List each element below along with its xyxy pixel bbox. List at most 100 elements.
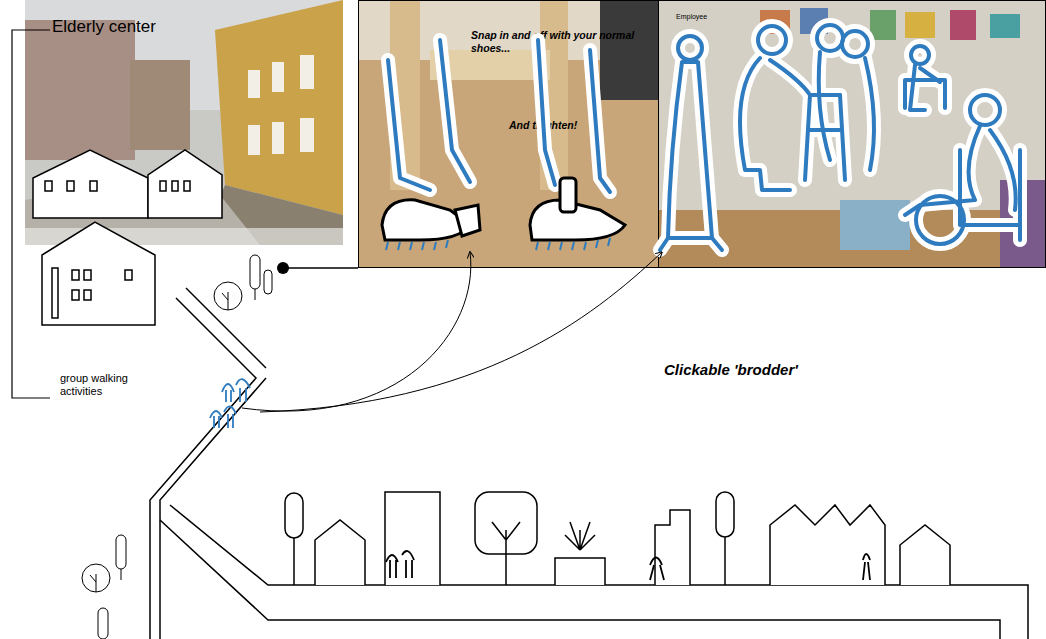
- skyline: [285, 492, 950, 585]
- house-icons: [184, 181, 190, 191]
- shoe-attachments: [530, 200, 625, 240]
- walking-group: [210, 379, 250, 428]
- concept-title: Clickable 'brodder': [664, 361, 884, 379]
- ice-spikes: [386, 240, 448, 250]
- street-photo: [300, 55, 314, 89]
- skyline-figures: [650, 558, 664, 581]
- photo-panel: Elderly center: [25, 0, 343, 245]
- shoe-photo: [430, 50, 550, 80]
- people-figures: [388, 25, 1020, 250]
- tree-icons: [98, 608, 108, 639]
- room-photo: [870, 10, 896, 40]
- house-icons: [33, 150, 148, 218]
- shoe-photo: [600, 0, 658, 100]
- shoe-attachments: [560, 178, 576, 212]
- people-figures: [388, 25, 1020, 250]
- skyline: [385, 492, 440, 585]
- room-photo: [1000, 180, 1046, 268]
- shoe-attachments: [382, 178, 625, 240]
- room-photo: [658, 0, 1046, 268]
- house-icons: [172, 181, 178, 191]
- leader-line: [283, 267, 358, 269]
- street-photo: [300, 118, 314, 152]
- street-photo: [25, 20, 135, 160]
- photo-panel: Employee: [658, 0, 1046, 268]
- skyline: [293, 538, 295, 585]
- room-photo: [800, 8, 828, 34]
- house-icons: [72, 290, 79, 300]
- tree-icons: [90, 574, 96, 592]
- person-label: Employee: [676, 13, 736, 21]
- road: [160, 378, 266, 639]
- instruction-text: And thighten!: [509, 119, 629, 132]
- leader-dot: [277, 262, 289, 274]
- photo-panel: Snap in and off with your normal shoes..…: [358, 0, 659, 268]
- skyline: [716, 492, 734, 537]
- street-photo: [25, 228, 343, 245]
- skyline: [555, 558, 605, 585]
- tree-icons: [82, 564, 110, 592]
- street-photo: [130, 60, 190, 150]
- street-photo: [248, 125, 260, 155]
- skyline-figures: [386, 551, 870, 580]
- ice-spikes: [386, 238, 610, 250]
- road: [150, 288, 1028, 639]
- tree-icons: [255, 289, 256, 300]
- shoe-photo: [540, 0, 568, 190]
- tree-icons: [222, 292, 228, 310]
- room-photo: [950, 10, 976, 40]
- ice-spikes: [536, 238, 610, 250]
- instruction-text: Snap in and off with your normal shoes..…: [471, 29, 636, 54]
- pointer-arrow: [242, 252, 471, 411]
- house-icons: [84, 290, 91, 300]
- skyline: [770, 505, 885, 585]
- room-photo: [760, 10, 790, 34]
- tree-icons: [264, 270, 272, 294]
- street-photo: [272, 122, 284, 154]
- tree-icons: [116, 535, 126, 569]
- street-photo: [25, 0, 343, 245]
- skyline: [724, 537, 726, 585]
- skyline: [492, 522, 520, 585]
- road: [150, 298, 256, 639]
- room-photo: [840, 200, 910, 250]
- house-icons: [148, 150, 222, 218]
- street-photo: [248, 55, 314, 155]
- shoe-photo: [358, 0, 658, 268]
- bracket-leader: [12, 30, 50, 398]
- skyline-figures: [386, 551, 414, 578]
- room-photo: [990, 14, 1020, 38]
- skyline: [285, 493, 303, 538]
- street-photo: [248, 70, 260, 98]
- house-icons: [33, 150, 222, 325]
- shoe-attachments: [382, 200, 470, 240]
- street-photo: [272, 62, 284, 92]
- people-figures: [388, 25, 1020, 250]
- tree-icons: [214, 282, 242, 310]
- skyline: [565, 522, 595, 550]
- tree-icons: [250, 255, 260, 289]
- house-icons: [84, 270, 91, 280]
- house-icons: [42, 222, 155, 325]
- shoe-photo: [358, 0, 658, 268]
- house-icons: [52, 268, 58, 318]
- house-icons: [160, 181, 166, 191]
- skyline: [655, 510, 690, 585]
- house-icons: [67, 181, 74, 191]
- house-icons: [90, 181, 97, 191]
- shoe-attachments: [455, 205, 480, 236]
- street-photo: [25, 0, 343, 245]
- skyline-figures: [863, 554, 870, 580]
- street-photo: [215, 0, 343, 215]
- skyline: [315, 520, 365, 585]
- place-title: Elderly center: [52, 17, 192, 37]
- tree-icons: [121, 569, 122, 580]
- skyline: [900, 525, 950, 585]
- walking-group: [210, 406, 236, 428]
- tree-icons: [82, 255, 272, 639]
- room-photo: [905, 12, 935, 38]
